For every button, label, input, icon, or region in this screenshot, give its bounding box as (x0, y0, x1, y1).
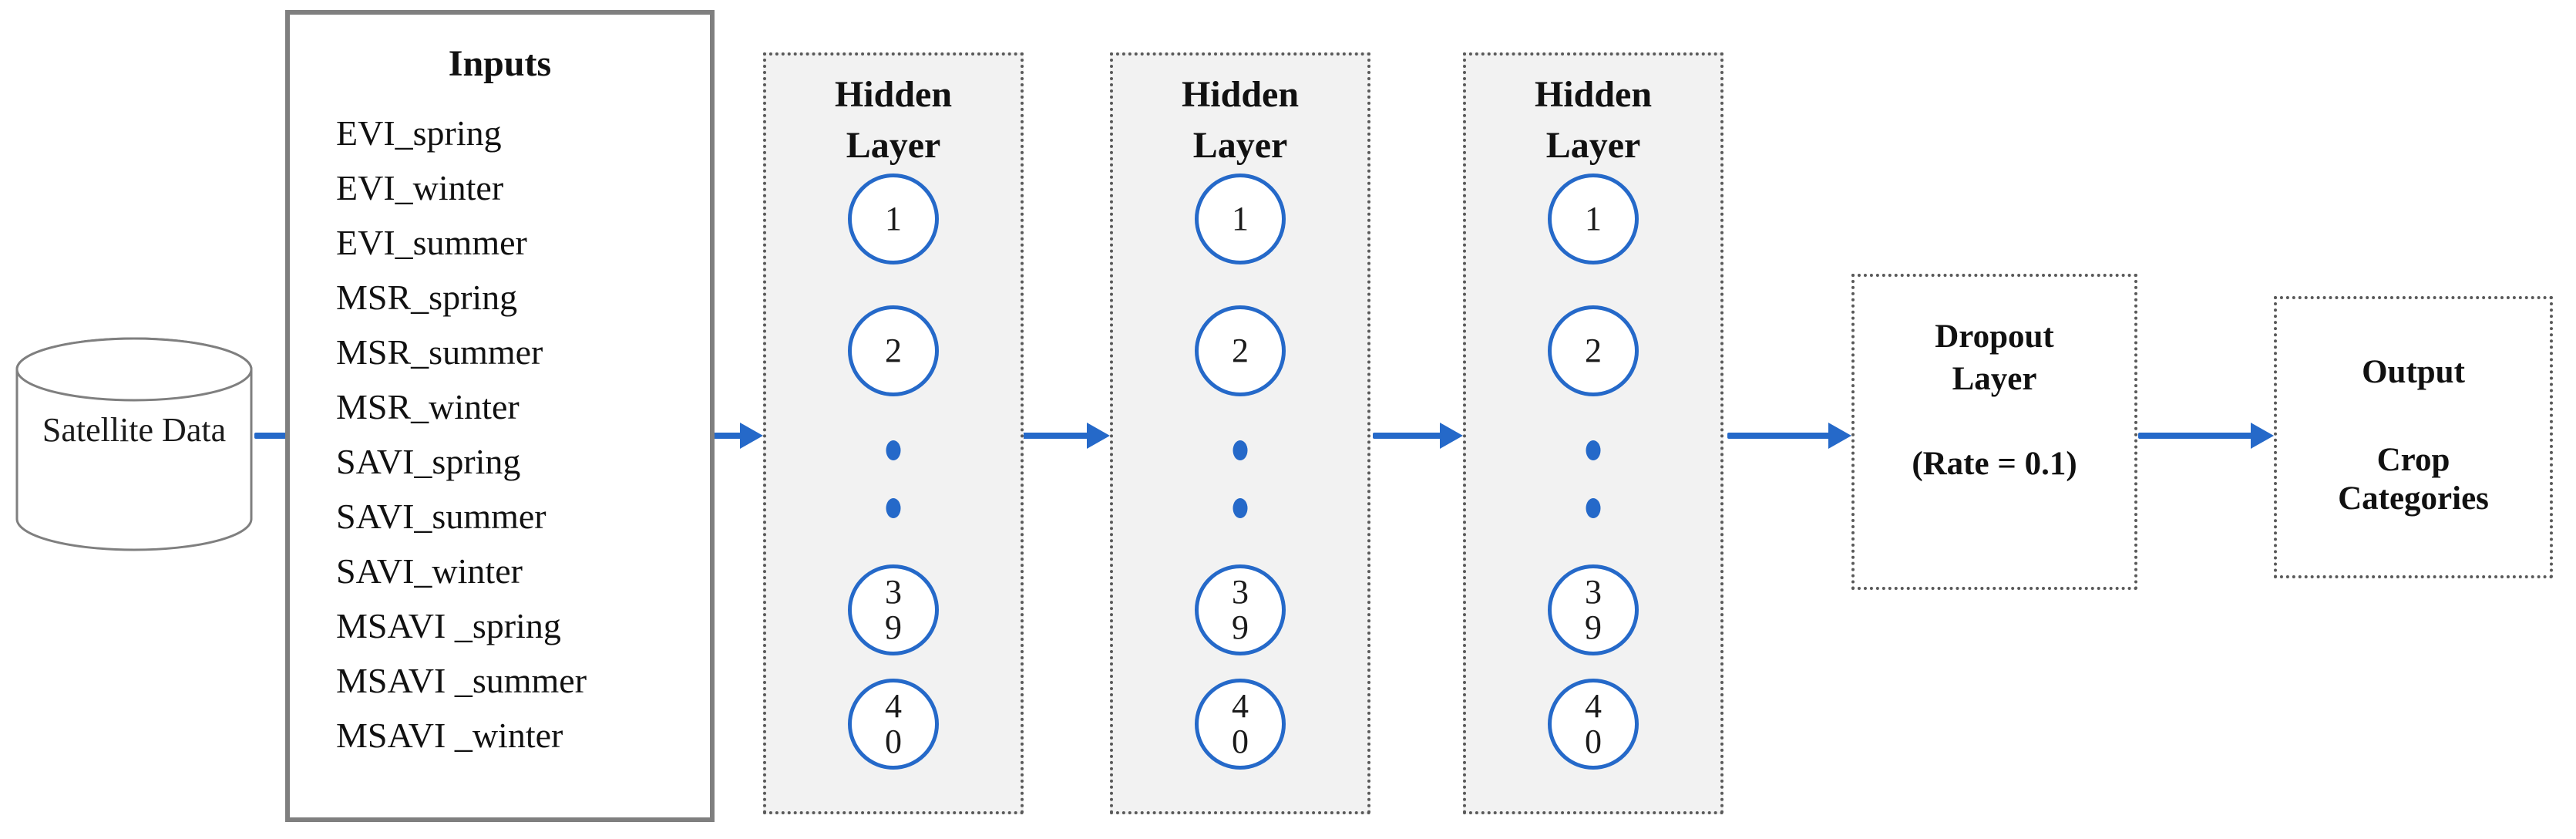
arrow-shaft (254, 433, 288, 439)
arrow-head-icon (740, 423, 763, 449)
flow-arrow-dropout-to-output (2138, 422, 2274, 450)
ellipsis-dot-icon (1233, 498, 1248, 518)
arrow-shaft (1022, 433, 1091, 439)
arrow-shaft (1727, 433, 1833, 439)
hidden-layer-title: Hidden Layer (834, 74, 953, 166)
flow-arrow-hidden3-to-dropout (1727, 422, 1851, 450)
flow-arrow-hidden1-to-hidden2 (1022, 422, 1110, 450)
input-feature: MSAVI _spring (336, 606, 561, 645)
inputs-title: Inputs (448, 43, 552, 84)
input-feature: EVI_summer (336, 223, 527, 262)
neuron-2: 2 (848, 305, 939, 396)
arrow-shaft (713, 433, 745, 439)
input-feature: EVI_spring (336, 113, 502, 153)
output-box: Output Crop Categories (2274, 296, 2553, 578)
input-feature: SAVI_winter (336, 551, 523, 591)
output-title: Output (2362, 354, 2465, 390)
input-feature: MSR_summer (336, 332, 543, 372)
neuron-1: 1 (848, 174, 939, 265)
arrow-shaft (1373, 433, 1444, 439)
dropout-layer-box: Dropout Layer (Rate = 0.1) (1851, 274, 2137, 590)
ellipsis-dot-icon (886, 440, 901, 460)
flow-arrow-source-to-inputs (254, 422, 288, 450)
neuron-2: 2 (1195, 305, 1286, 396)
input-feature: MSR_spring (336, 278, 518, 317)
database-cylinder-icon (15, 337, 253, 551)
dropout-layer-title: Dropout Layer (1935, 318, 2054, 397)
dropout-rate-label: (Rate = 0.1) (1912, 446, 2077, 482)
satellite-data-label: Satellite Data (42, 411, 227, 449)
input-feature: MSAVI _winter (336, 716, 563, 755)
input-feature: SAVI_spring (336, 442, 521, 481)
satellite-data-store: Satellite Data (15, 337, 253, 551)
output-categories-label: Crop Categories (2338, 442, 2489, 517)
arrow-shaft (2138, 433, 2255, 439)
input-feature: SAVI_summer (336, 497, 546, 536)
arrow-head-icon (1828, 423, 1851, 449)
neuron-2: 2 (1548, 305, 1639, 396)
ellipsis-dot-icon (1233, 440, 1248, 460)
ellipsis-dot-icon (1586, 440, 1601, 460)
flow-arrow-inputs-to-hidden1 (713, 422, 763, 450)
hidden-layer-title: Hidden Layer (1534, 74, 1653, 166)
neuron-1: 1 (1195, 174, 1286, 265)
ellipsis-dot-icon (1586, 498, 1601, 518)
hidden-layer-title: Hidden Layer (1181, 74, 1300, 166)
input-feature: MSAVI _summer (336, 661, 587, 700)
flow-arrow-hidden2-to-hidden3 (1373, 422, 1463, 450)
arrow-head-icon (2251, 423, 2274, 449)
input-feature: EVI_winter (336, 168, 504, 207)
neuron-1: 1 (1548, 174, 1639, 265)
arrow-head-icon (1087, 423, 1110, 449)
arrow-head-icon (1440, 423, 1463, 449)
input-feature: MSR_winter (336, 387, 520, 426)
ellipsis-dot-icon (886, 498, 901, 518)
